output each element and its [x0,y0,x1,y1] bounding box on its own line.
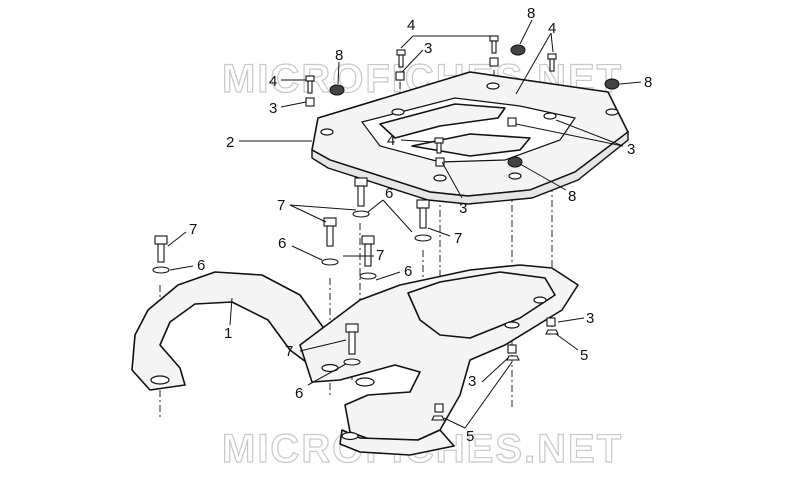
small-hardware [305,35,620,421]
callout-3-left: 3 [269,100,277,117]
rack-frame [131,264,579,456]
top-mounting-plate [311,71,629,205]
bolt-f [343,323,361,366]
callout-4-right: 4 [548,20,556,37]
bolt-a [152,235,170,274]
callout-2: 2 [226,134,234,151]
callout-4-left: 4 [269,73,277,90]
bolt-e [359,235,377,280]
bolt-b [352,177,370,218]
callout-7-middle: 7 [376,247,384,264]
callout-5-bottom: 5 [466,428,474,445]
callout-3-center: 3 [459,200,467,217]
callout-7-left: 7 [189,221,197,238]
callout-3-bottom: 3 [468,373,476,390]
callout-6-left: 6 [197,257,205,274]
callout-6-lower-right: 6 [404,263,412,280]
bolt-d [414,199,432,242]
callout-7-upper: 7 [277,197,285,214]
callout-6-middle: 6 [278,235,286,252]
callout-6-lower: 6 [295,385,303,402]
callout-7-right: 7 [454,230,462,247]
callout-3-lower-right: 3 [586,310,594,327]
callout-4-top: 4 [407,17,415,34]
callout-labels: 2 1 4 3 8 4 3 8 4 8 3 4 3 8 7 6 7 7 6 6 … [189,5,652,445]
callout-7-lower: 7 [285,343,293,360]
callout-8-top: 8 [527,5,535,22]
callout-8-center: 8 [568,188,576,205]
callout-3-right: 3 [627,141,635,158]
callout-1: 1 [224,325,232,342]
callout-4-center: 4 [387,132,395,149]
leader-lines [167,19,642,429]
bolt-c [321,217,339,266]
callout-3-top: 3 [424,40,432,57]
callout-8-right: 8 [644,74,652,91]
callout-6-upper: 6 [385,185,393,202]
bolt-group [152,177,432,366]
callout-5-right: 5 [580,347,588,364]
callout-8-left: 8 [335,47,343,64]
